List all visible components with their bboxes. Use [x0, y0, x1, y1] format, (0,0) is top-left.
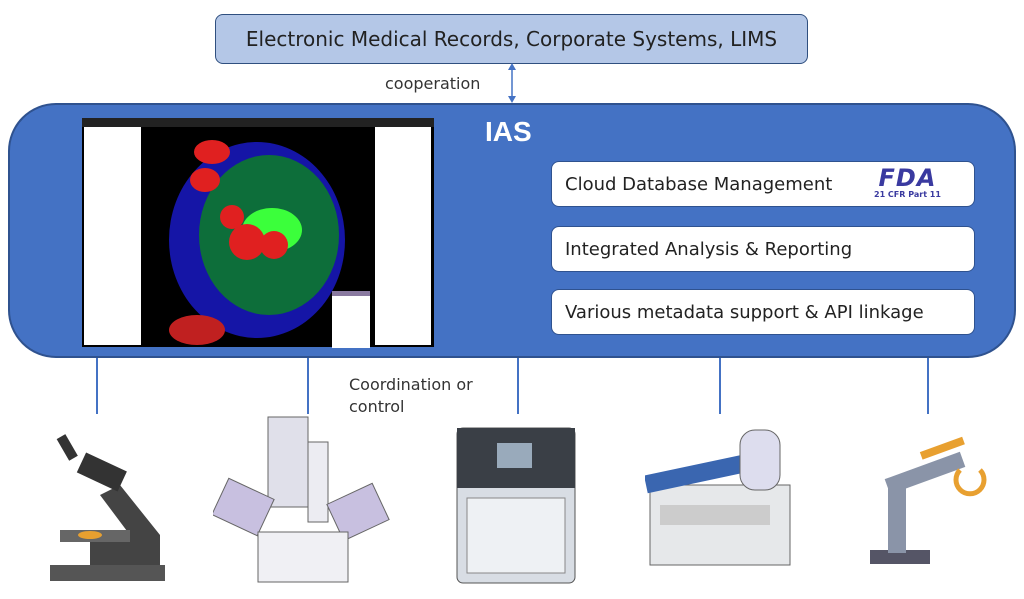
connector-line [307, 358, 309, 414]
feature-label: Various metadata support & API linkage [565, 301, 924, 323]
feature-label: Integrated Analysis & Reporting [565, 238, 853, 260]
fda-logo: FDA 21 CFR Part 11 [874, 164, 941, 199]
cooperation-label: cooperation [385, 74, 481, 93]
feature-metadata-api: Various metadata support & API linkage [551, 289, 975, 335]
analyzer-icon [456, 427, 576, 584]
connector-line [517, 358, 519, 414]
connector-line [719, 358, 721, 414]
robot-arm-icon [870, 436, 987, 564]
electron-microscope-icon [213, 416, 390, 583]
external-systems-box: Electronic Medical Records, Corporate Sy… [215, 14, 808, 64]
connector-line [96, 358, 98, 414]
microscope-icon [50, 434, 165, 581]
bidirectional-arrow-icon [508, 63, 516, 103]
fluorescence-image [169, 140, 345, 345]
liquid-handler-icon [645, 429, 791, 566]
feature-analysis-reporting: Integrated Analysis & Reporting [551, 226, 975, 272]
connector-line [927, 358, 929, 414]
app-screenshot [82, 118, 434, 348]
external-systems-label: Electronic Medical Records, Corporate Sy… [245, 27, 778, 51]
feature-label: Cloud Database Management [565, 173, 833, 195]
ias-title: IAS [485, 116, 532, 147]
feature-cloud-database: Cloud Database Management FDA 21 CFR Par… [551, 161, 975, 207]
